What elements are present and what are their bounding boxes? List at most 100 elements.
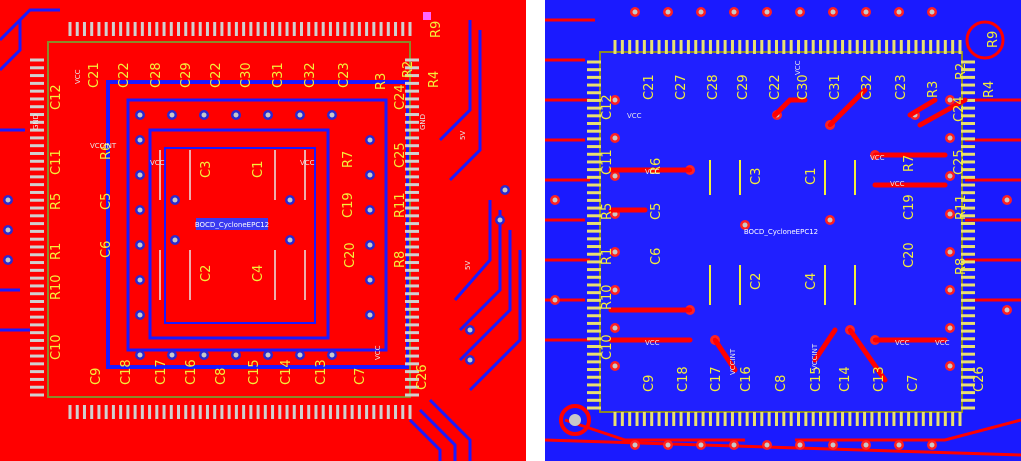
pin	[628, 412, 632, 426]
pin	[213, 405, 217, 419]
pin	[961, 344, 975, 348]
component-designator: R2	[954, 63, 969, 80]
pin	[961, 383, 975, 387]
net-label: GND	[419, 114, 427, 130]
net-label: VCC	[870, 154, 885, 162]
pin	[162, 405, 166, 419]
pin	[819, 40, 823, 54]
pin	[587, 152, 601, 156]
pin	[907, 40, 911, 54]
component-designator: C29	[179, 62, 194, 88]
via-drill	[863, 442, 869, 448]
via-drill	[502, 187, 508, 193]
pin	[752, 412, 756, 426]
core-capacitor-outlines	[159, 150, 306, 300]
component-designator: C17	[154, 359, 169, 385]
pin	[767, 412, 771, 426]
pin	[961, 68, 975, 72]
pin	[401, 22, 405, 36]
component-designator: C10	[49, 334, 64, 360]
via-drill	[172, 197, 178, 203]
pin	[405, 362, 419, 366]
component-designator: C8	[214, 368, 229, 385]
pin	[961, 352, 975, 356]
component-designator: C31	[271, 62, 286, 88]
via-drill	[947, 363, 953, 369]
pin	[797, 412, 801, 426]
pin	[90, 22, 94, 36]
pin	[184, 22, 188, 36]
pin	[961, 252, 975, 256]
pin	[587, 268, 601, 272]
pin	[30, 214, 44, 218]
component-designator: R7	[341, 151, 356, 168]
component-designator: C6	[649, 248, 664, 265]
via-drill	[665, 9, 671, 15]
component-designator: R4	[982, 81, 997, 98]
via-drill	[764, 442, 770, 448]
pin	[405, 89, 419, 93]
component-designator: R11	[954, 194, 969, 220]
power-ring-inner	[148, 128, 330, 340]
pin	[30, 261, 44, 265]
pin	[672, 40, 676, 54]
component-designator: C24	[952, 96, 967, 122]
via-drill	[665, 442, 671, 448]
pin	[635, 412, 639, 426]
via-drill	[612, 97, 618, 103]
pin	[365, 22, 369, 36]
pin	[30, 307, 44, 311]
pin	[104, 22, 108, 36]
pin	[961, 175, 975, 179]
pin	[774, 40, 778, 54]
net-label: 5V	[459, 131, 467, 140]
pin	[789, 40, 793, 54]
via-drill	[169, 352, 175, 358]
power-ring-middle	[126, 98, 388, 352]
pin	[943, 40, 947, 54]
pin	[30, 190, 44, 194]
via-drill	[731, 442, 737, 448]
via-drill	[367, 137, 373, 143]
pin	[379, 405, 383, 419]
pin	[961, 398, 975, 402]
pin	[587, 283, 601, 287]
pin	[642, 40, 646, 54]
pin	[68, 405, 72, 419]
component-designator: R11	[393, 192, 408, 218]
pin	[30, 136, 44, 140]
component-designator: C25	[952, 149, 967, 175]
core-capacitor-outlines	[709, 160, 856, 305]
pin	[30, 245, 44, 249]
pin	[405, 307, 419, 311]
pin	[892, 412, 896, 426]
pin	[205, 22, 209, 36]
component-designator: C24	[393, 84, 408, 110]
pin	[961, 137, 975, 141]
pin	[97, 22, 101, 36]
pin	[30, 113, 44, 117]
pin	[752, 40, 756, 54]
pin	[782, 412, 786, 426]
pin	[961, 75, 975, 79]
component-designator: C25	[393, 142, 408, 168]
pin	[405, 253, 419, 257]
pin	[394, 405, 398, 419]
pin	[249, 22, 253, 36]
pin	[936, 40, 940, 54]
pin	[299, 22, 303, 36]
pin	[730, 40, 734, 54]
component-designator: R3	[374, 73, 389, 90]
component-designator: C22	[209, 62, 224, 88]
via-drill	[137, 277, 143, 283]
pin	[285, 22, 289, 36]
pin	[587, 252, 601, 256]
pin	[343, 405, 347, 419]
pin	[877, 412, 881, 426]
pin	[256, 22, 260, 36]
net-label: VCC	[300, 159, 315, 167]
pin	[405, 113, 419, 117]
copper-pour-top	[0, 0, 526, 461]
via-drill	[467, 357, 473, 363]
pin	[635, 40, 639, 54]
